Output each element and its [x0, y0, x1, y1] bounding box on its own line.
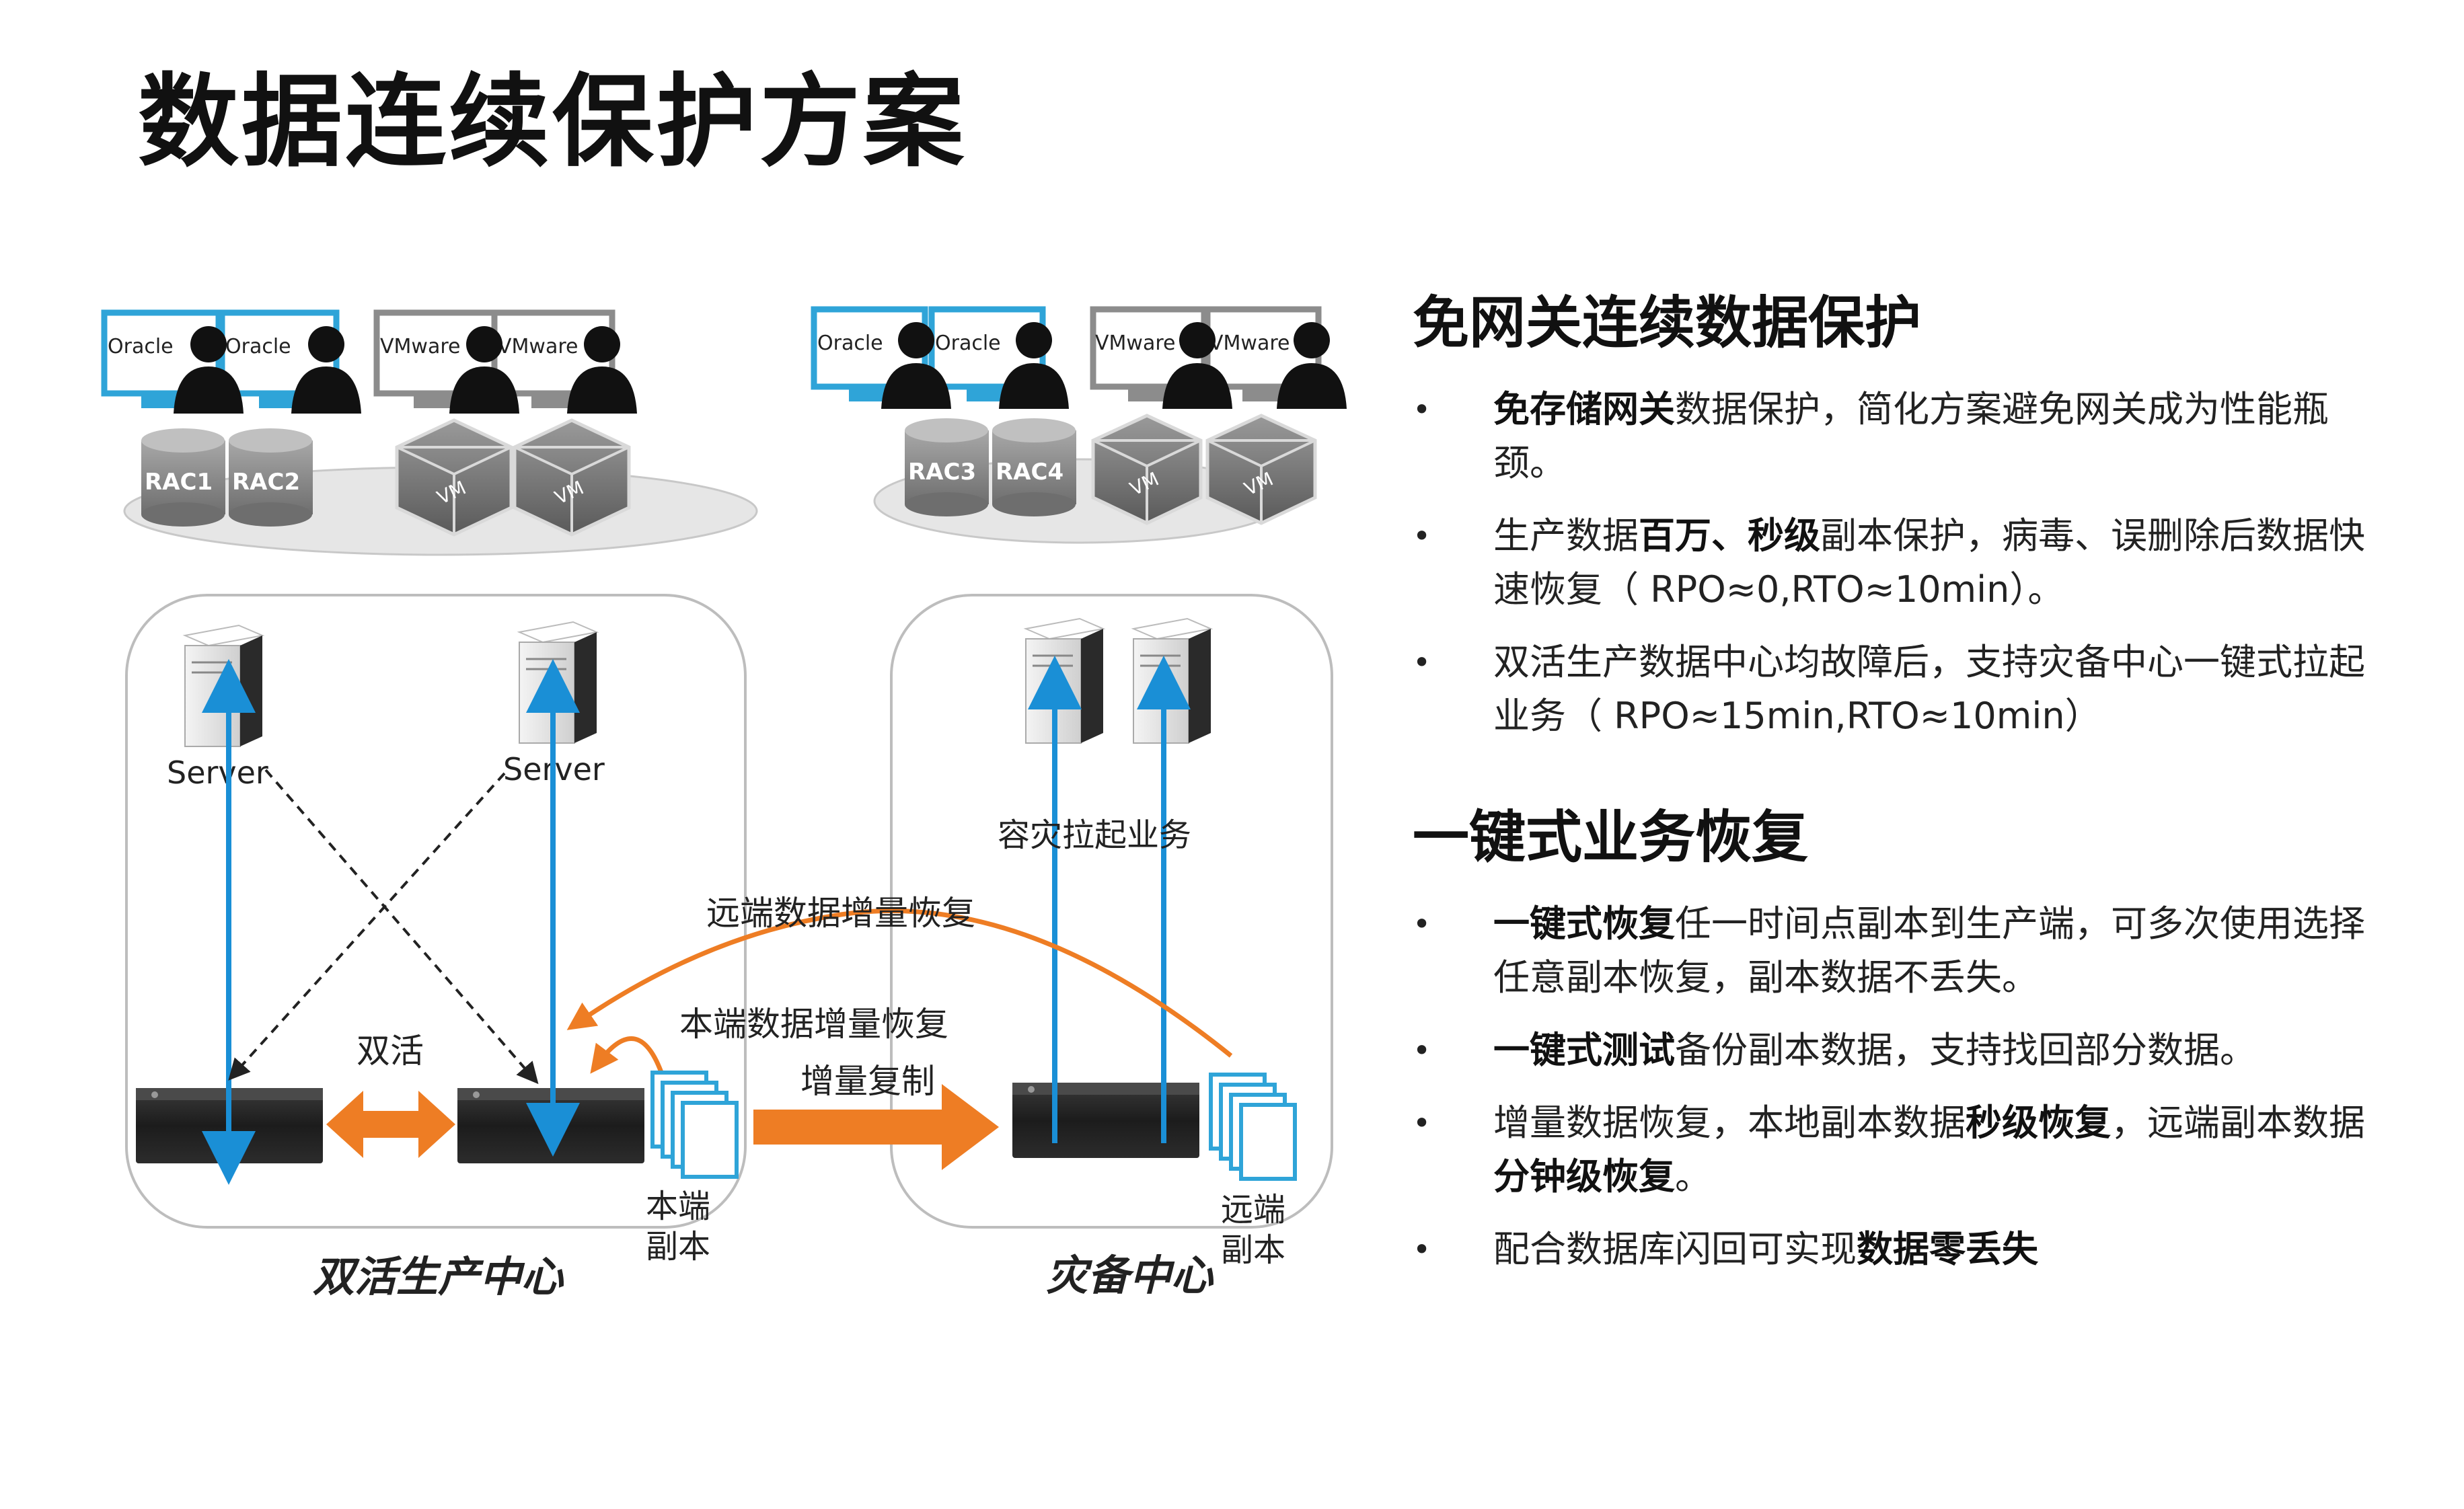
local-copy-label: 副本 [646, 1228, 710, 1266]
user-icon [449, 326, 519, 414]
rac-database-icon: RAC4 [992, 418, 1076, 516]
remote-copy-label: 副本 [1221, 1231, 1285, 1269]
oracle-label: Oracle [108, 335, 174, 358]
user-icon [174, 326, 244, 414]
vmware-label: VMware [498, 335, 578, 358]
remote-restore-arrow [566, 908, 1233, 1058]
server-label: Server [167, 754, 268, 791]
server-tower-icon [1023, 617, 1106, 744]
vm-cube-icon: VM [395, 418, 513, 537]
section-gatewayless-cdp: 免网关连续数据保护 • 免存储网关数据保护，简化方案避免网关成为性能瓶颈。 • 生产数… [1413, 289, 2388, 762]
bullet-list: • 免存储网关数据保护，简化方案避免网关成为性能瓶颈。 • 生产数据百万、秒级副本保护… [1413, 383, 2388, 743]
vm-cube-icon: VM [513, 418, 631, 537]
bullet-text: ，远端副本数据 [2111, 1101, 2365, 1144]
vmware-label: VMware [1209, 332, 1290, 355]
bullet-text: 任一时间点副本到生产端，可多次使用选择任意副本恢复，副本数据不丢失。 [1493, 902, 2365, 999]
user-icon [291, 326, 361, 414]
bullet-text: 。 [1675, 1155, 1711, 1198]
bullet-dot: • [1413, 1231, 1431, 1268]
bullet-bold-text: 一键式测试 [1493, 1028, 1675, 1071]
local-restore-arrow [590, 1036, 665, 1077]
section-heading: 一键式业务恢复 [1413, 804, 1809, 870]
production-site-name: 双活生产中心 [313, 1252, 564, 1301]
bullet-dot: • [1413, 1104, 1431, 1141]
dr-startup-label: 容灾拉起业务 [998, 816, 1191, 854]
remote-copy-stack-icon [1209, 1073, 1297, 1181]
bullet-item: • 一键式恢复任一时间点副本到生产端，可多次使用选择任意副本恢复，副本数据不丢失。 [1413, 897, 2388, 1005]
local-restore-label: 本端数据增量恢复 [679, 1005, 948, 1044]
bullet-item: • 一键式测试备份副本数据，支持找回部分数据。 [1413, 1023, 2388, 1077]
bullet-dot: • [1413, 517, 1431, 554]
rac-database-icon: RAC3 [905, 418, 989, 516]
bullet-item: • 增量数据恢复，本地副本数据秒级恢复，远端副本数据分钟级恢复。 [1413, 1096, 2388, 1204]
storage-array-icon [1012, 1083, 1199, 1158]
server-tower-icon [182, 624, 265, 747]
bullet-dot: • [1413, 644, 1431, 681]
bullet-item: • 双活生产数据中心均故障后，支持灾备中心一键式拉起业务（ RPO≈15min,R… [1413, 635, 2388, 743]
bullet-text: 数据保护，简化方案避免网关成为性能瓶颈。 [1493, 387, 2329, 484]
bullet-item: • 免存储网关数据保护，简化方案避免网关成为性能瓶颈。 [1413, 383, 2388, 490]
left-cluster: Oracle Oracle VMware VMware [101, 309, 758, 556]
remote-restore-label: 远端数据增量恢复 [706, 894, 975, 933]
user-icon [1277, 322, 1347, 409]
rac-label: RAC3 [908, 459, 976, 486]
bullet-bold-text: 免存储网关 [1493, 387, 1675, 430]
active-active-label: 双活 [357, 1032, 424, 1071]
user-icon [567, 326, 637, 414]
oracle-label: Oracle [935, 332, 1001, 355]
vmware-label: VMware [1095, 332, 1175, 355]
local-copy-stack-icon [650, 1071, 739, 1179]
rac-label: RAC1 [145, 469, 213, 496]
rac-label: RAC4 [996, 459, 1063, 486]
bullet-text: 副本保护，病毒、误删除后数据快速恢复（ RPO≈0,RTO≈10min）。 [1493, 514, 2365, 611]
bullet-text: 备份副本数据，支持找回部分数据。 [1675, 1028, 2256, 1071]
bullet-dot: • [1413, 391, 1431, 428]
oracle-label: Oracle [817, 332, 883, 355]
bullet-item: • 生产数据百万、秒级副本保护，病毒、误删除后数据快速恢复（ RPO≈0,RTO≈… [1413, 509, 2388, 617]
section-heading: 免网关连续数据保护 [1413, 290, 1922, 356]
rac-label: RAC2 [232, 469, 300, 496]
user-icon [999, 322, 1069, 409]
active-active-arrow [326, 1091, 455, 1158]
bullet-dot: • [1413, 905, 1431, 942]
bullet-bold-text: 百万、秒级 [1639, 514, 1820, 557]
user-icon [881, 322, 951, 409]
bullet-bold-text: 秒级恢复 [1966, 1101, 2111, 1144]
bullet-dot: • [1413, 1032, 1431, 1069]
local-copy-label: 本端 [646, 1188, 710, 1225]
bullet-text: 配合数据库闪回可实现 [1493, 1227, 1857, 1270]
bullet-bold-text: 一键式恢复 [1493, 902, 1675, 945]
user-icon [1162, 322, 1232, 409]
right-cluster: Oracle Oracle VMware VMware RAC3 [811, 306, 1347, 544]
bullet-bold-text: 分钟级恢复 [1493, 1155, 1675, 1198]
vmware-label: VMware [380, 335, 460, 358]
bullet-text: 增量数据恢复，本地副本数据 [1493, 1101, 1966, 1144]
page-title: 数据连续保护方案 [138, 64, 967, 181]
vm-cube-icon: VM [1205, 414, 1317, 525]
bullet-text: 生产数据 [1493, 514, 1639, 557]
vm-cube-icon: VM [1091, 414, 1203, 525]
rac-database-icon: RAC1 [141, 428, 225, 527]
bullet-item: • 配合数据库闪回可实现数据零丢失 [1413, 1223, 2388, 1276]
architecture-diagram: Oracle Oracle VMware VMware [101, 306, 1347, 1301]
production-site-boundary [125, 594, 747, 1229]
server-tower-icon [517, 621, 599, 744]
replication-arrow [753, 1084, 999, 1170]
cross-path-link [228, 772, 506, 1081]
replication-label: 增量复制 [800, 1062, 935, 1101]
bullet-bold-text: 数据零丢失 [1857, 1227, 2038, 1270]
bullet-list: • 一键式恢复任一时间点副本到生产端，可多次使用选择任意副本恢复，副本数据不丢失。… [1413, 897, 2388, 1276]
oracle-label: Oracle [225, 335, 291, 358]
server-tower-icon [1131, 617, 1214, 744]
bullet-text: 双活生产数据中心均故障后，支持灾备中心一键式拉起业务（ RPO≈15min,RT… [1493, 640, 2365, 737]
section-one-click-recovery: 一键式业务恢复 • 一键式恢复任一时间点副本到生产端，可多次使用选择任意副本恢复，… [1413, 804, 2388, 1295]
cross-path-link [264, 769, 539, 1085]
dr-site-name: 灾备中心 [1046, 1251, 1214, 1300]
remote-copy-label: 远端 [1221, 1191, 1285, 1229]
rac-database-icon: RAC2 [229, 428, 313, 527]
